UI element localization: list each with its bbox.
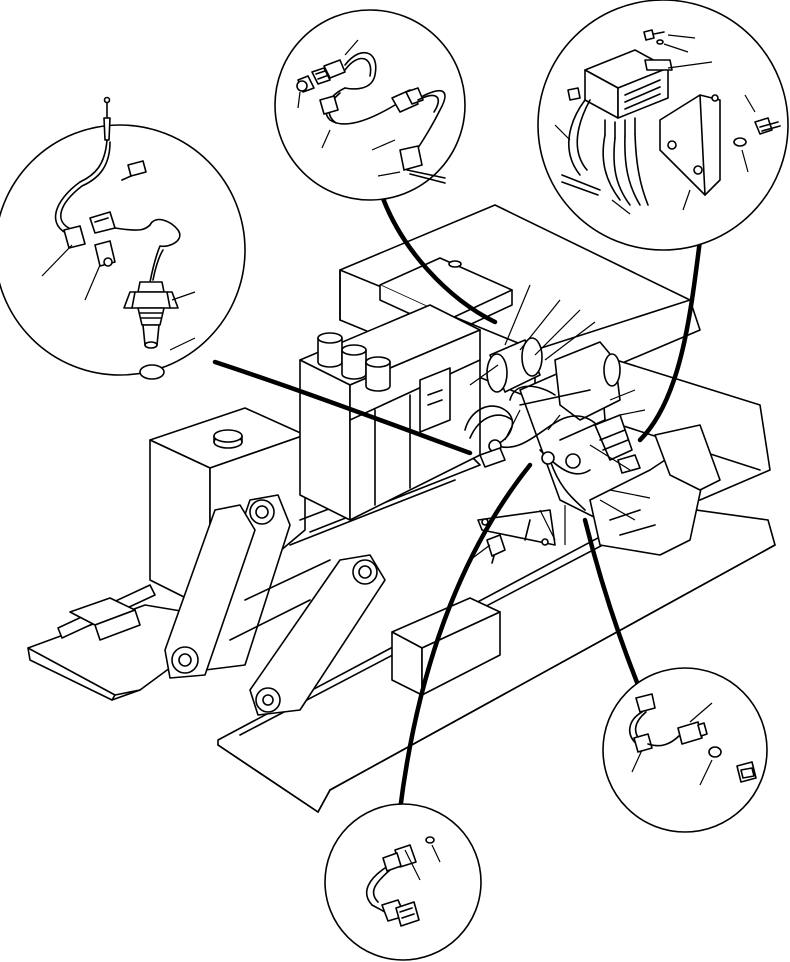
lower-box: [391, 597, 501, 696]
detail-top-right-relay: [537, 0, 789, 251]
wire-harness: [464, 385, 641, 511]
main-assembly: [27, 204, 776, 813]
sensor-bracket: [477, 509, 556, 564]
boom-linkage: [164, 454, 481, 716]
main-leader-lines: [469, 284, 651, 561]
detail-bottom-right-sensor: [602, 667, 768, 833]
detail-top-sensor-harness: [274, 9, 466, 201]
filter-cans: [317, 332, 391, 392]
detail-connectors: [212, 187, 703, 813]
detail-bottom-sensor: [324, 803, 482, 961]
starter-motor: [486, 337, 621, 421]
detail-left-pressure-switch: [0, 96, 246, 380]
valve-stack: [299, 304, 481, 521]
